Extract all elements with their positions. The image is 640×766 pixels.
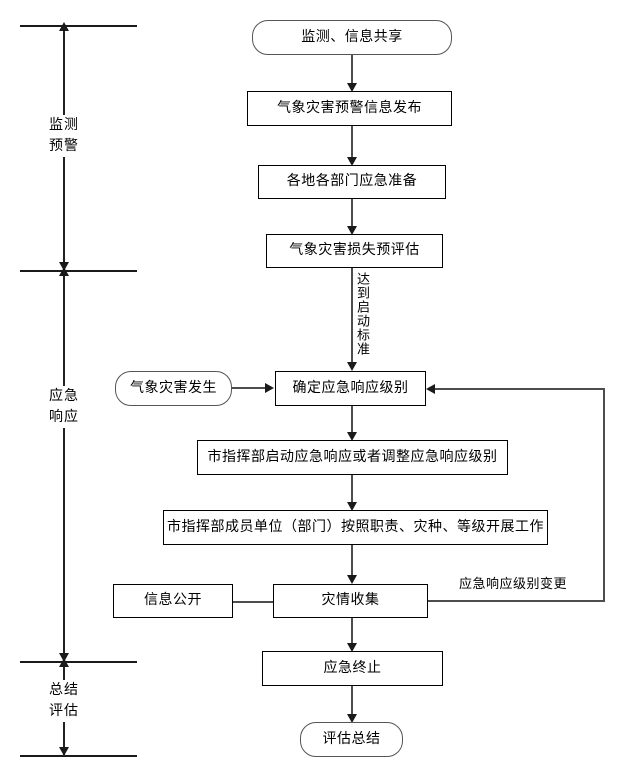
node-label: 灾情收集 <box>321 592 380 609</box>
stage-label-monitoring-line1: 监测 <box>49 117 79 133</box>
stage-arrow-monitoring-bottom <box>59 262 69 271</box>
node-determine-response-level[interactable]: 确定应急响应级别 <box>275 371 426 406</box>
node-loss-preassessment[interactable]: 气象灾害损失预评估 <box>266 234 443 268</box>
node-disaster-occurrence[interactable]: 气象灾害发生 <box>115 371 232 406</box>
stage-label-response-line1: 应急 <box>49 388 79 404</box>
node-response-termination[interactable]: 应急终止 <box>262 651 443 686</box>
connector-n2-n3 <box>351 126 353 157</box>
connector-n6-n5 <box>232 387 266 389</box>
arrowhead-n4 <box>347 226 357 235</box>
arrowhead-n5-from-left <box>265 383 274 393</box>
arrowhead-n8 <box>347 502 357 511</box>
node-label: 气象灾害发生 <box>130 379 217 396</box>
node-label: 信息公开 <box>144 592 202 609</box>
node-label: 各地各部门应急准备 <box>286 173 418 190</box>
stage-label-monitoring-line2: 预警 <box>49 138 79 154</box>
connector-n1-n2 <box>351 54 353 84</box>
arrowhead-n10 <box>347 575 357 584</box>
arrowhead-n5 <box>347 362 357 371</box>
node-assessment-summary[interactable]: 评估总结 <box>300 722 403 757</box>
node-department-preparation[interactable]: 各地各部门应急准备 <box>258 165 446 199</box>
arrowhead-n3 <box>347 157 357 166</box>
stage-arrow-summary-bottom <box>59 747 69 756</box>
arrowhead-n11 <box>347 643 357 652</box>
node-label: 气象灾害损失预评估 <box>289 242 420 259</box>
node-label: 市指挥部成员单位（部门）按照职责、灾种、等级开展工作 <box>167 518 544 535</box>
stage-tick-mid-lower <box>20 661 137 663</box>
arrowhead-n5-from-right <box>426 384 435 394</box>
stage-label-summary-line2: 评估 <box>49 703 79 719</box>
stage-arrow-response-bottom <box>59 653 69 662</box>
connector-n11-n12 <box>351 685 353 715</box>
edge-label-level-change: 应急响应级别变更 <box>459 577 568 592</box>
stage-label-summary: 总结 评估 <box>34 680 94 722</box>
node-monitoring-info-sharing[interactable]: 监测、信息共享 <box>252 20 452 55</box>
node-label: 气象灾害预警信息发布 <box>277 99 422 116</box>
edge-label-threshold: 达到启动标准 <box>354 272 369 356</box>
node-label: 确定应急响应级别 <box>292 379 409 396</box>
stage-label-response-line2: 响应 <box>49 409 79 425</box>
stage-label-monitoring: 监测 预警 <box>34 115 94 157</box>
stage-tick-top <box>20 25 137 27</box>
connector-n5-n7 <box>351 405 353 433</box>
arrowhead-n12 <box>347 714 357 723</box>
connector-n10-n11 <box>351 617 353 644</box>
feedback-loop-top <box>434 388 604 390</box>
connector-n3-n4 <box>351 198 353 227</box>
stage-tick-mid-upper <box>20 270 137 272</box>
node-label: 监测、信息共享 <box>301 28 403 45</box>
stage-arrow-summary-top <box>59 658 69 667</box>
node-warning-release[interactable]: 气象灾害预警信息发布 <box>247 91 452 126</box>
stage-arrow-response-top <box>59 267 69 276</box>
feedback-loop-bottom <box>428 600 605 602</box>
node-disaster-data-collection[interactable]: 灾情收集 <box>273 584 428 618</box>
feedback-loop-right <box>603 388 605 601</box>
connector-n7-n8 <box>351 474 353 503</box>
arrowhead-n2 <box>347 83 357 92</box>
node-label: 评估总结 <box>322 730 381 747</box>
node-member-units-work[interactable]: 市指挥部成员单位（部门）按照职责、灾种、等级开展工作 <box>163 510 548 545</box>
stage-tick-bottom <box>20 755 137 757</box>
node-label: 应急终止 <box>323 659 382 676</box>
stage-label-summary-line1: 总结 <box>49 682 79 698</box>
stage-axis-response <box>63 271 65 661</box>
node-information-disclosure[interactable]: 信息公开 <box>113 584 233 618</box>
stage-label-response: 应急 响应 <box>34 386 94 428</box>
node-label: 市指挥部启动应急响应或者调整应急响应级别 <box>207 448 498 465</box>
stage-arrow-monitoring-top <box>59 22 69 31</box>
connector-n9-n10 <box>233 601 273 603</box>
arrowhead-n7 <box>347 432 357 441</box>
connector-n4-n5 <box>351 268 353 363</box>
connector-n8-n10 <box>351 545 353 576</box>
node-hq-activate-response[interactable]: 市指挥部启动应急响应或者调整应急响应级别 <box>197 440 508 475</box>
